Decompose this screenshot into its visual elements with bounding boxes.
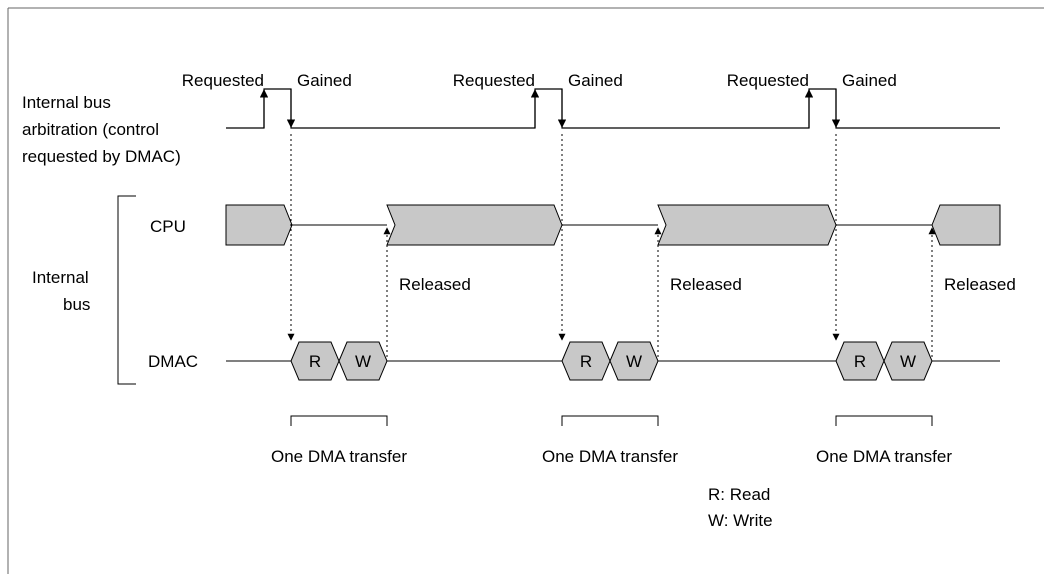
dmac-read-label: R <box>309 352 321 371</box>
arbitration-label-line-2: arbitration (control <box>22 120 159 139</box>
internal-bus-label: Internal bus <box>32 268 90 314</box>
dmac-read-label: R <box>854 352 866 371</box>
cpu-busy-segment <box>931 204 1001 246</box>
dmac-write-label: W <box>626 352 642 371</box>
cpu-busy-segment <box>225 204 293 246</box>
legend: R: Read W: Write <box>708 485 773 530</box>
requested-label: Requested <box>453 71 535 90</box>
cpu-row-label: CPU <box>150 217 186 236</box>
internal-bus-label-line-1: Internal <box>32 268 89 287</box>
transfer-bracket <box>561 415 659 426</box>
gained-label: Gained <box>568 71 623 90</box>
dmac-row-label: DMAC <box>148 352 198 371</box>
requested-label: Requested <box>182 71 264 90</box>
internal-bus-label-line-2: bus <box>63 295 90 314</box>
transfer-bracket <box>290 415 388 426</box>
released-label: Released <box>944 275 1016 294</box>
legend-write: W: Write <box>708 511 773 530</box>
dmac-write-label: W <box>900 352 916 371</box>
arbitration-label-line-3: requested by DMAC) <box>22 147 181 166</box>
dmac-read-label: R <box>580 352 592 371</box>
one-transfer-label: One DMA transfer <box>271 447 407 466</box>
transfer-bracket <box>835 415 933 426</box>
one-transfer-label: One DMA transfer <box>542 447 678 466</box>
cpu-busy-segment <box>657 204 837 246</box>
arbitration-waveform <box>226 88 1000 129</box>
gained-label: Gained <box>842 71 897 90</box>
legend-read: R: Read <box>708 485 770 504</box>
cpu-bus-signal <box>225 204 1001 246</box>
arbitration-label-line-1: Internal bus <box>22 93 111 112</box>
internal-bus-bracket <box>117 195 136 385</box>
cpu-busy-segment <box>386 204 563 246</box>
arbitration-signal <box>226 88 1000 129</box>
arbitration-label: Internal bus arbitration (control reques… <box>22 93 181 166</box>
dmac-write-label: W <box>355 352 371 371</box>
gained-label: Gained <box>297 71 352 90</box>
released-label: Released <box>399 275 471 294</box>
one-transfer-label: One DMA transfer <box>816 447 952 466</box>
released-label: Released <box>670 275 742 294</box>
requested-label: Requested <box>727 71 809 90</box>
